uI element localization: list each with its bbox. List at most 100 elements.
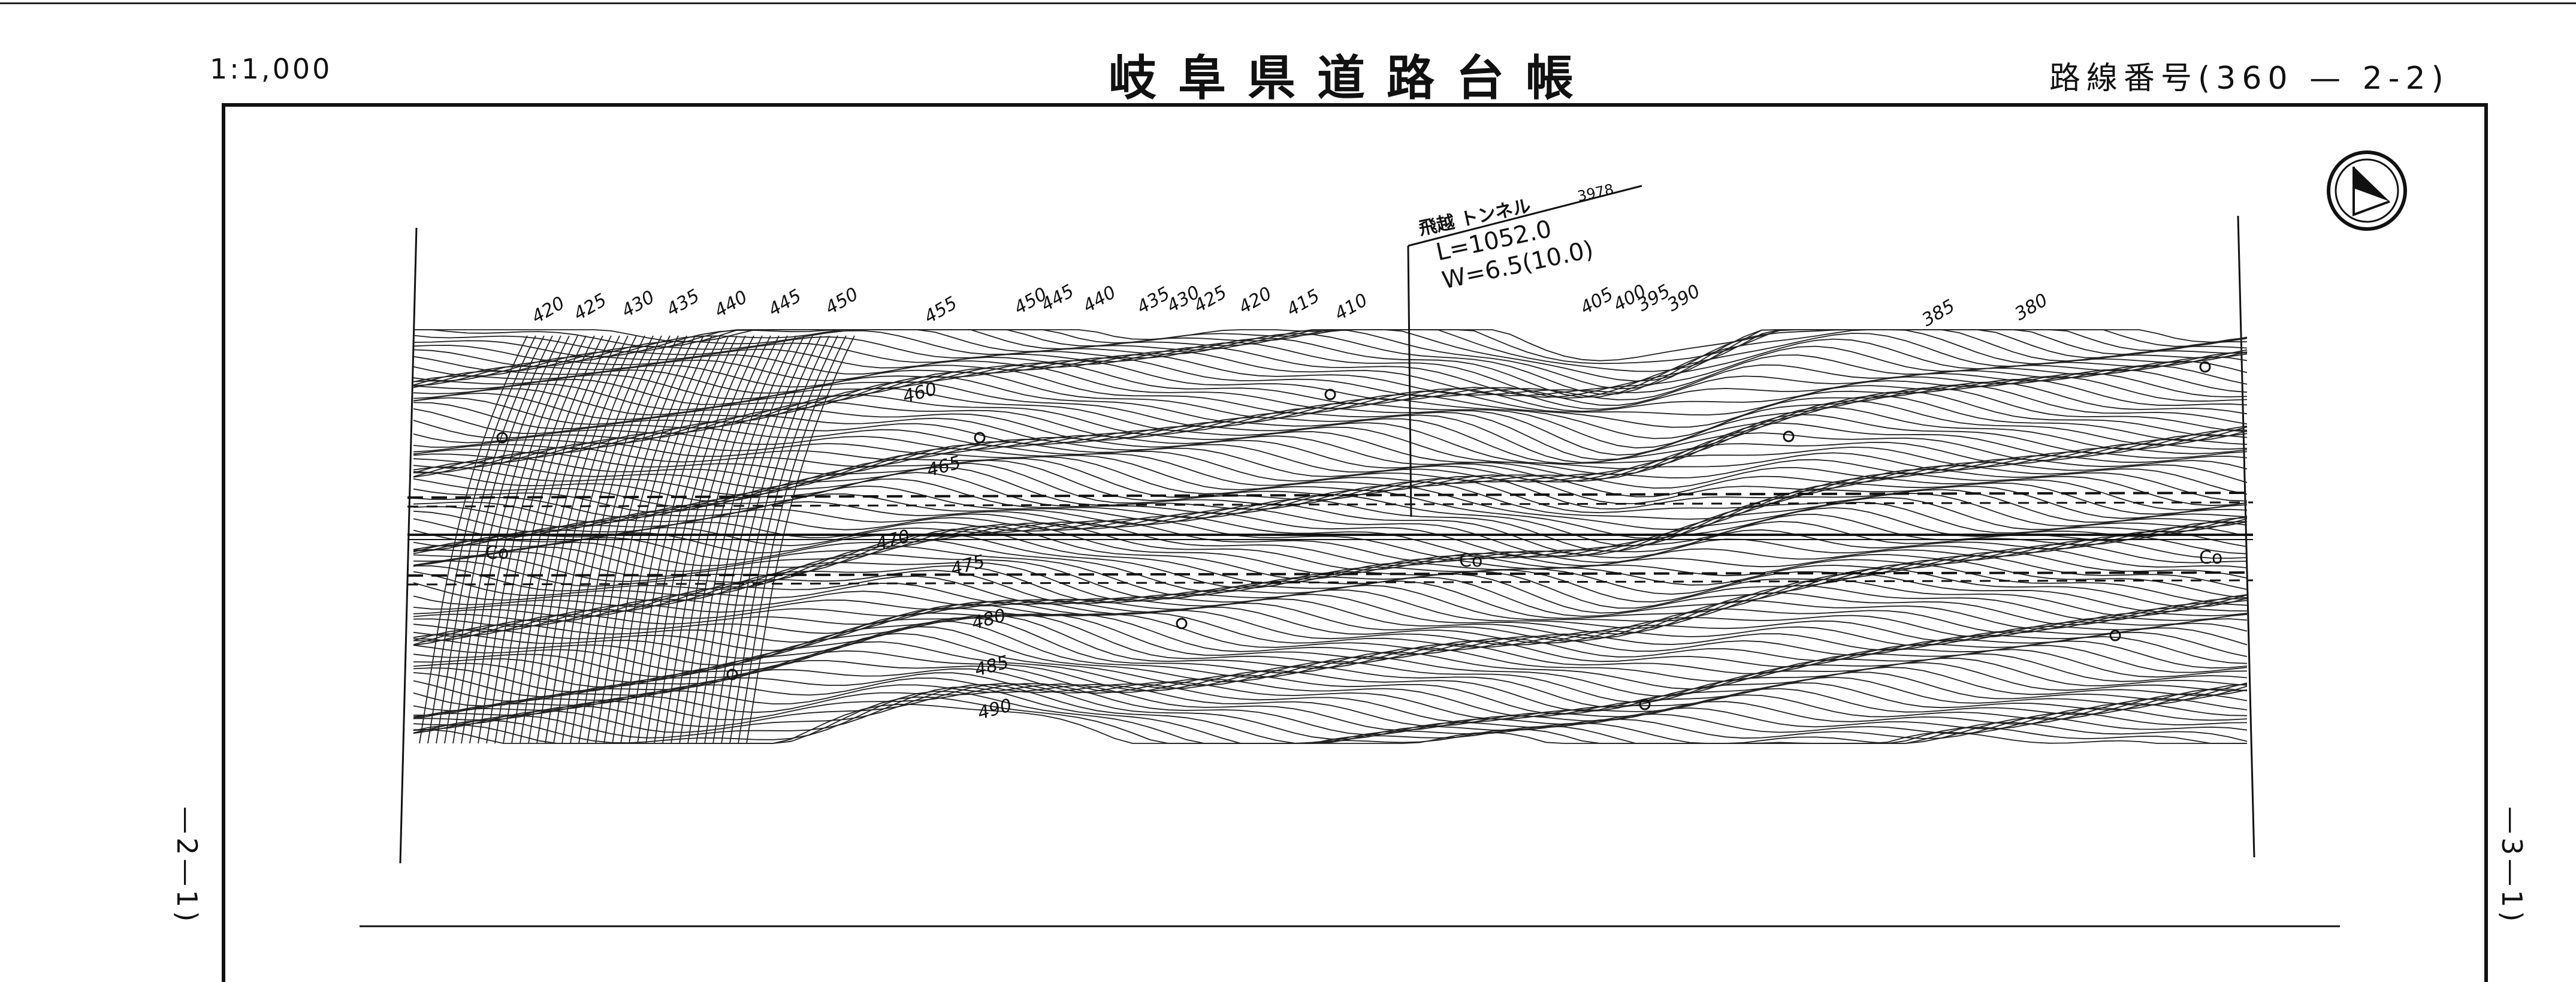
contour-line <box>413 485 2248 552</box>
road-label-3: Co <box>2199 547 2222 568</box>
contour-label: 385 <box>1919 296 1959 331</box>
tunnel-leader-line <box>1408 185 1642 247</box>
road-edge-dashed-top-1 <box>407 492 2254 499</box>
contour-line <box>413 603 2248 648</box>
contour-line <box>413 422 2248 475</box>
right-boundary-line <box>2237 215 2255 858</box>
contour-line <box>413 570 2248 622</box>
contour-line <box>413 682 2248 740</box>
contour-lines <box>413 329 2248 744</box>
contour-line <box>413 329 2248 395</box>
contour-line <box>413 453 2248 498</box>
contour-line <box>413 660 2248 715</box>
survey-marker <box>726 668 738 680</box>
route-number: 路線番号(360 — 2-2) <box>2049 61 2450 97</box>
contour-line <box>413 626 2248 697</box>
road-label-1: Co <box>485 543 509 564</box>
contour-label: 445 <box>765 285 805 321</box>
contour-line <box>413 562 2248 617</box>
contour-label: 450 <box>822 284 862 319</box>
road-label-2: Co <box>1459 550 1482 571</box>
contour-label: 425 <box>1191 282 1231 317</box>
contour-line <box>413 686 2248 744</box>
contour-label: 475 <box>949 551 987 580</box>
contour-label: 425 <box>570 290 611 325</box>
road-edge-dashed-bottom-1 <box>407 571 2254 577</box>
contour-label: 415 <box>1284 285 1324 321</box>
scale-label: 1:1,000 <box>210 53 333 85</box>
contour-label: 410 <box>1331 290 1372 325</box>
contour-line <box>413 683 2248 736</box>
road-band <box>407 492 2254 586</box>
contour-line <box>413 414 2248 469</box>
contour-label: 430 <box>618 287 659 322</box>
contour-line <box>413 395 2248 463</box>
page-mark-left: —2—1) <box>171 806 203 926</box>
contour-line <box>413 703 2247 744</box>
contour-label: 390 <box>1664 281 1704 316</box>
contour-label: 405 <box>1577 284 1617 319</box>
contour-line <box>413 668 2248 718</box>
contour-label: 440 <box>711 287 751 322</box>
contour-label: 420 <box>529 293 569 328</box>
contour-line <box>413 462 2248 520</box>
contour-line <box>413 599 2248 642</box>
road-edge-dashed-top-2 <box>407 501 2254 508</box>
contour-line <box>413 493 2248 556</box>
left-boundary-line <box>399 227 418 864</box>
contour-line <box>413 507 2248 558</box>
contour-line <box>413 538 2248 603</box>
survey-marker <box>974 432 986 444</box>
page-title: 岐阜県道路台帳 <box>1109 50 1595 106</box>
contour-line <box>413 362 2248 410</box>
survey-markers <box>496 361 2211 710</box>
contour-line <box>413 522 2248 571</box>
contour-line <box>413 329 2248 390</box>
tunnel-portal-line <box>1407 245 1412 517</box>
north-arrow-icon <box>2327 150 2407 231</box>
contour-map: Co Co Co 飛越 トンネル 3978 L=1052.0 W=6.5(10.… <box>360 150 2407 927</box>
contour-line <box>413 600 2248 644</box>
contour-line <box>413 329 2248 362</box>
contour-line <box>413 472 2248 540</box>
contour-line <box>413 333 2248 399</box>
map-frame <box>222 103 2488 982</box>
contour-line <box>413 632 2248 703</box>
survey-marker <box>1639 698 1651 710</box>
survey-marker <box>1324 388 1336 400</box>
contour-line <box>413 406 2248 465</box>
survey-marker <box>1783 430 1795 442</box>
contour-line <box>413 617 2248 682</box>
contour-line <box>413 672 2248 720</box>
contour-line <box>413 677 2248 723</box>
survey-marker <box>1176 617 1188 629</box>
top-rule <box>0 2 2576 4</box>
contour-label: 435 <box>663 285 703 321</box>
contour-line <box>413 683 2248 727</box>
contour-line <box>413 641 2248 708</box>
contour-line <box>413 601 2248 646</box>
contour-line <box>413 576 2248 629</box>
contour-label: 445 <box>1038 281 1078 316</box>
tunnel-code: 3978 <box>1576 181 1615 205</box>
contour-line <box>413 432 2248 480</box>
contour-line <box>413 691 2248 744</box>
contour-line <box>413 400 2248 465</box>
contour-label: 380 <box>2012 290 2052 325</box>
page-mark-right: —3—1) <box>2496 806 2528 926</box>
contour-label: 420 <box>1236 283 1276 318</box>
road-edge-dashed-bottom-2 <box>407 579 2254 586</box>
contour-line <box>413 521 2248 567</box>
contour-line <box>413 338 2248 398</box>
contour-line <box>413 365 2248 412</box>
contour-line <box>413 607 2248 651</box>
contour-line <box>413 329 2248 398</box>
contour-line <box>413 583 2248 635</box>
contour-line <box>413 436 2248 482</box>
contour-label: 485 <box>973 652 1011 681</box>
contour-line <box>413 438 2248 483</box>
contour-label: 440 <box>1080 282 1120 317</box>
contour-label: 490 <box>976 695 1014 724</box>
survey-marker <box>2199 361 2211 373</box>
